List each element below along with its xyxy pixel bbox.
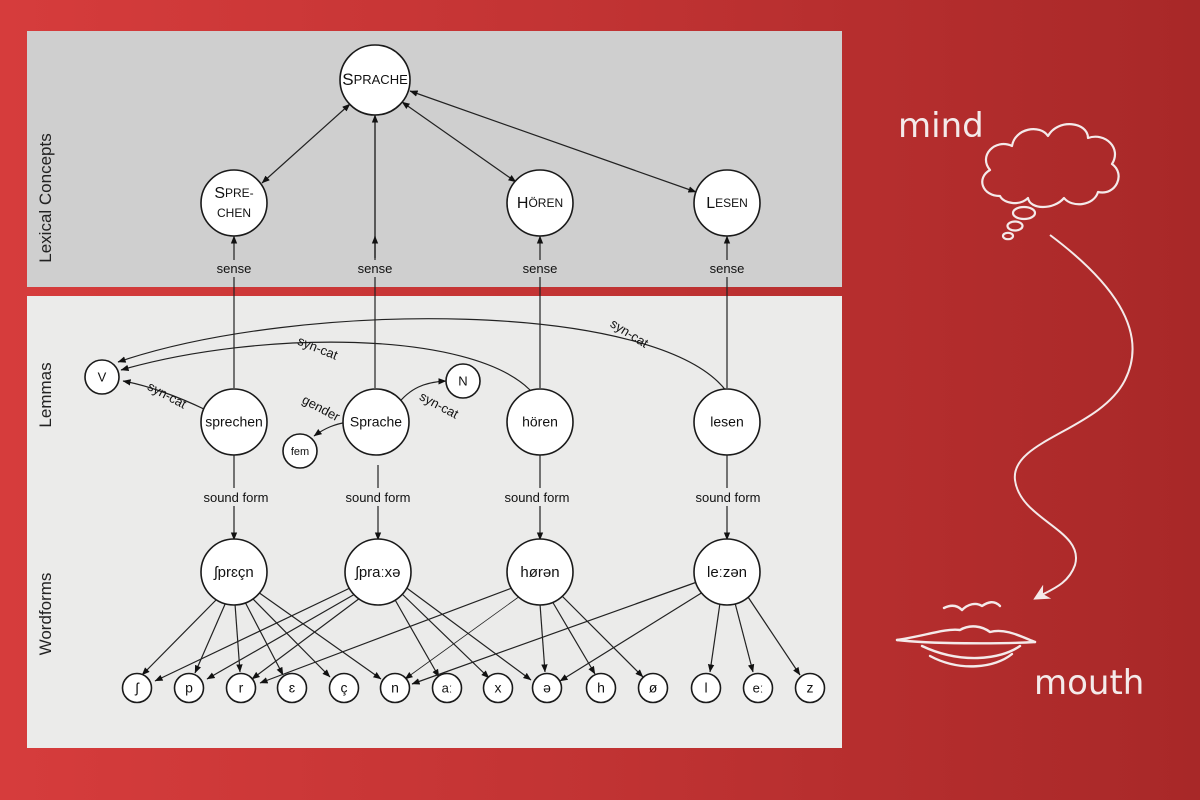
concept-node-lesen: LESEN	[693, 169, 761, 237]
svg-text:z: z	[807, 680, 814, 696]
phoneme-row: ʃ p r ɛ ç n aː x ə h ø l eː z	[121, 672, 826, 704]
phoneme-node: p	[173, 672, 205, 704]
phoneme-node: n	[379, 672, 411, 704]
svg-text:ə: ə	[543, 680, 551, 696]
mouth-label: mouth	[1034, 663, 1144, 703]
svg-text:r: r	[239, 680, 244, 696]
svg-text:ç: ç	[341, 680, 348, 696]
mind-to-mouth-arrow	[1013, 234, 1134, 600]
mind-label: mind	[898, 106, 984, 146]
svg-text:HÖREN: HÖREN	[517, 195, 563, 212]
svg-text:LESEN: LESEN	[706, 195, 748, 212]
svg-text:ʃ: ʃ	[134, 680, 140, 696]
phoneme-node: eː	[742, 672, 774, 704]
svg-text:x: x	[495, 680, 502, 696]
phoneme-node: r	[225, 672, 257, 704]
phoneme-node: h	[585, 672, 617, 704]
lemma-node-v: V	[84, 359, 120, 395]
soundform-edges: sound form sound form sound form sound f…	[198, 455, 766, 541]
concepts-panel	[27, 31, 842, 287]
svg-text:Sprache: Sprache	[350, 414, 402, 430]
phoneme-node: ç	[328, 672, 360, 704]
concept-edges	[261, 90, 697, 258]
concept-lesen-initial: L	[706, 195, 715, 212]
svg-text:eː: eː	[753, 680, 764, 695]
sense-label-hoeren: sense	[523, 261, 558, 276]
phoneme-node: z	[794, 672, 826, 704]
lemma-node-lesen: lesen	[693, 388, 761, 456]
concept-sprechen-line2: CHEN	[217, 206, 251, 220]
concept-hoeren-initial: H	[517, 195, 529, 212]
svg-text:fem: fem	[291, 446, 309, 458]
svg-text:n: n	[391, 680, 399, 696]
lemma-node-sprache: Sprache	[342, 388, 410, 456]
svg-text:SPRACHE: SPRACHE	[342, 70, 408, 89]
lemma-node-hoeren: hören	[506, 388, 574, 456]
level-label-concepts: Lexical Concepts	[36, 133, 55, 262]
wordform-node-sprechen: ʃprɛçn	[200, 538, 268, 606]
phoneme-node: ʃ	[121, 672, 153, 704]
lemma-node-sprechen: sprechen	[200, 388, 268, 456]
svg-text:SPRE-: SPRE-	[214, 185, 253, 202]
lemma-node-fem: fem	[282, 433, 318, 469]
sense-edges: sense sense sense sense	[210, 235, 751, 388]
svg-text:l: l	[704, 680, 707, 696]
concept-node-sprechen: SPRE- CHEN	[200, 169, 268, 237]
soundform-label-lesen: sound form	[695, 490, 760, 505]
svg-text:p: p	[185, 680, 193, 696]
svg-text:ʃpraːxə: ʃpraːxə	[354, 564, 400, 581]
soundform-label-sprache: sound form	[345, 490, 410, 505]
lemma-node-n: N	[445, 363, 481, 399]
svg-text:ʃprɛçn: ʃprɛçn	[213, 564, 253, 581]
svg-text:N: N	[458, 373, 467, 388]
svg-text:V: V	[98, 369, 107, 384]
svg-text:sprechen: sprechen	[205, 414, 263, 430]
sense-label-lesen: sense	[710, 261, 745, 276]
thought-cloud-icon	[981, 123, 1120, 241]
svg-text:leːzən: leːzən	[707, 564, 747, 581]
level-label-lemmas: Lemmas	[36, 362, 55, 427]
sense-label-sprechen: sense	[217, 261, 252, 276]
phoneme-node: ø	[637, 672, 669, 704]
concept-sprechen-initial: S	[214, 185, 225, 202]
svg-text:aː: aː	[442, 680, 453, 695]
phoneme-edges	[141, 581, 801, 685]
phoneme-node: x	[482, 672, 514, 704]
svg-text:h: h	[597, 680, 605, 696]
svg-text:lesen: lesen	[710, 414, 743, 430]
phoneme-node: l	[690, 672, 722, 704]
concept-sprechen-rest: PRE-	[225, 186, 254, 200]
phoneme-node: ə	[531, 672, 563, 704]
phoneme-node: aː	[431, 672, 463, 704]
wordform-node-sprache: ʃpraːxə	[344, 538, 412, 606]
soundform-label-sprechen: sound form	[203, 490, 268, 505]
wordform-node-lesen: leːzən	[693, 538, 761, 606]
concept-lesen-rest: ESEN	[715, 196, 748, 210]
concept-node-hoeren: HÖREN	[506, 169, 574, 237]
svg-text:ɛ: ɛ	[289, 680, 296, 696]
concept-hoeren-rest: ÖREN	[528, 196, 563, 210]
svg-text:hørən: hørən	[520, 564, 559, 581]
concept-sprache-rest: PRACHE	[354, 72, 409, 87]
level-label-wordforms: Wordforms	[36, 573, 55, 656]
svg-text:hören: hören	[522, 414, 558, 430]
concept-node-sprache: SPRACHE	[339, 44, 411, 116]
phoneme-node: ɛ	[276, 672, 308, 704]
mouth-icon	[895, 601, 1037, 668]
soundform-label-hoeren: sound form	[504, 490, 569, 505]
wordform-node-hoeren: hørən	[506, 538, 574, 606]
sense-label-sprache: sense	[358, 261, 393, 276]
svg-text:ø: ø	[649, 680, 658, 696]
concept-sprache-initial: S	[342, 70, 353, 89]
